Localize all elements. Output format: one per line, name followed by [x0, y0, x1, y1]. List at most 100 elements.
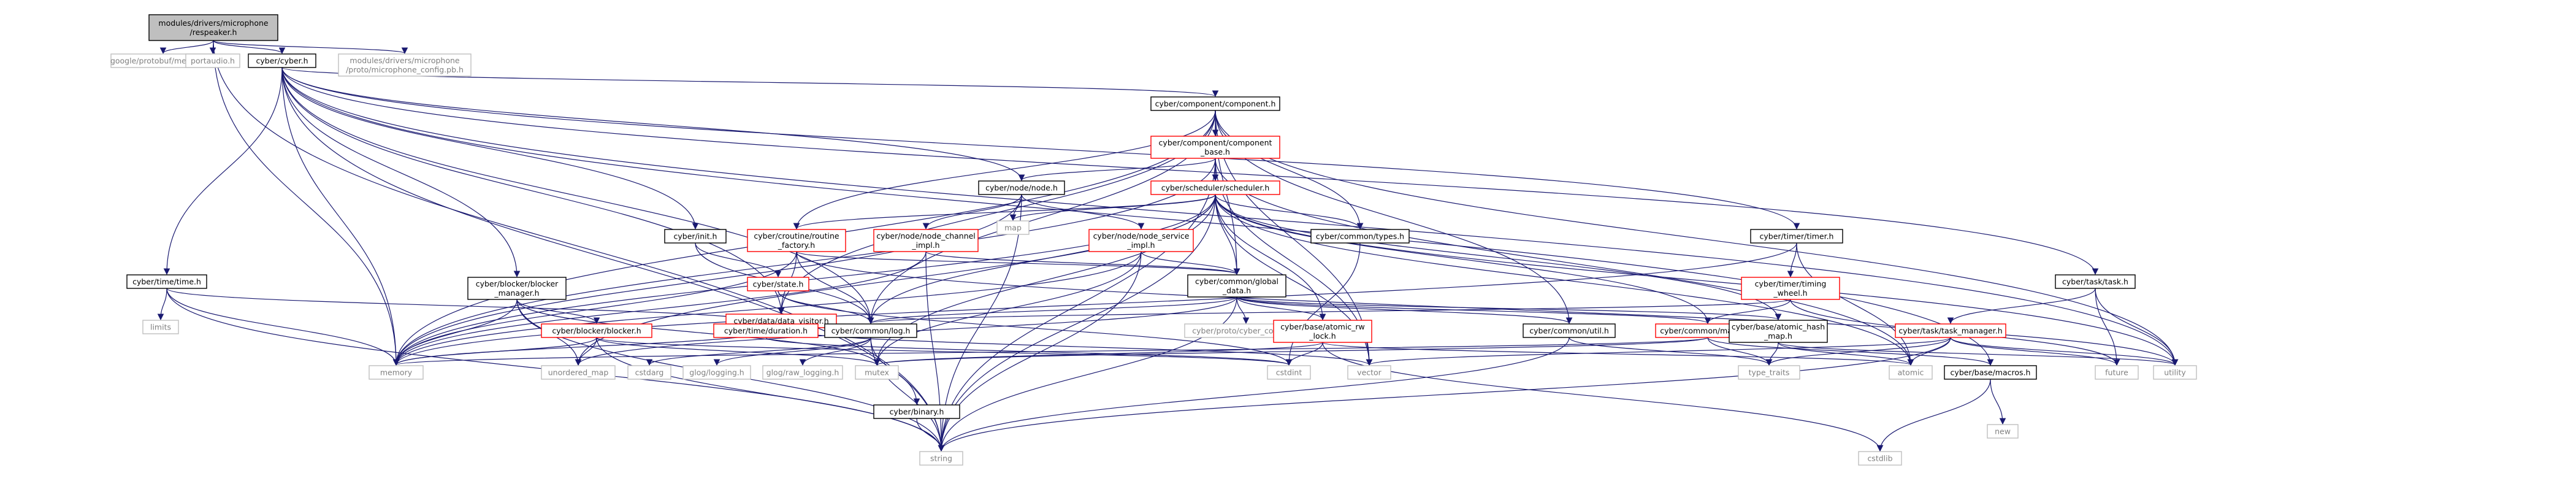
node-label: cyber/base/macros.h: [1951, 368, 2031, 377]
node-node[interactable]: cyber/node/node.h: [978, 180, 1065, 195]
edge: [392, 242, 1797, 366]
node-label: _lock.h: [1309, 331, 1336, 341]
node-label: _manager.h: [494, 288, 539, 298]
edge-task-to-utility: [2095, 288, 2179, 366]
edge: [1787, 242, 1797, 278]
node-box: [1987, 424, 2019, 439]
node-box: [1729, 320, 1828, 343]
node-box: [541, 365, 616, 380]
edge: [1215, 194, 1240, 275]
edge-global-data-to-atomic-hash-map: [1236, 296, 1781, 321]
edge-init-to-state: [695, 242, 782, 278]
node-component[interactable]: cyber/component/component.h: [1150, 96, 1280, 111]
node-label: _impl.h: [1126, 241, 1155, 250]
edge: [157, 288, 167, 321]
edge-timing-wheel-to-log: [868, 299, 1791, 325]
edge: [1947, 288, 2096, 325]
edge-task-manager-to-future: [1950, 337, 2120, 366]
node-label: _factory.h: [778, 241, 815, 250]
node-atomic-hash-map[interactable]: cyber/base/atomic_hash_map.h: [1729, 320, 1828, 343]
edge: [796, 251, 2179, 366]
node-label: atomic: [1898, 368, 1924, 377]
node-box: [855, 365, 899, 380]
edge-scheduler-to-atomic: [1215, 194, 1914, 366]
edge: [1215, 194, 1364, 230]
edge-cyber-h-to-log: [281, 67, 874, 325]
node-blocker[interactable]: cyber/blocker/blocker.h: [541, 323, 652, 338]
edge-scheduler-to-map: [1009, 194, 1216, 221]
edge-layer: [157, 40, 2179, 452]
node-label: unordered_map: [548, 368, 609, 377]
edge-task-manager-to-type-traits: [1765, 337, 1951, 366]
node-timer[interactable]: cyber/timer/timer.h: [1750, 229, 1843, 244]
edge: [1322, 342, 1914, 366]
edge: [873, 251, 1142, 366]
node-box: [762, 365, 843, 380]
edge: [873, 342, 1323, 366]
edge: [1236, 296, 1250, 325]
edge-node-to-string: [938, 194, 1022, 452]
edge: [1215, 194, 1914, 366]
node-log[interactable]: cyber/common/log.h: [824, 323, 917, 338]
node-timing-wheel[interactable]: cyber/timer/timing_wheel.h: [1741, 277, 1840, 300]
edge-log-to-glog-logging: [713, 337, 871, 366]
node-node-channel-impl[interactable]: cyber/node/node_channel_impl.h: [873, 229, 979, 252]
node-time-h[interactable]: cyber/time/time.h: [126, 274, 207, 289]
node-routine-factory[interactable]: cyber/croutine/routine_factory.h: [747, 229, 846, 252]
node-box: [713, 323, 819, 338]
node-label: vector: [1357, 368, 1382, 377]
node-duration[interactable]: cyber/time/duration.h: [713, 323, 819, 338]
edge-global-data-to-log: [867, 296, 1237, 325]
node-cstdlib: cstdlib: [1858, 451, 1902, 466]
edge-timing-wheel-to-common-macros: [1704, 299, 1791, 325]
node-node-service-impl[interactable]: cyber/node/node_service_impl.h: [1088, 229, 1194, 252]
node-common-types[interactable]: cyber/common/types.h: [1310, 229, 1410, 244]
edge: [1236, 296, 1711, 325]
node-box: [1523, 323, 1616, 338]
edge-base-macros-to-cstdlib: [1876, 379, 1991, 452]
edge: [1796, 242, 1914, 366]
edge: [799, 337, 871, 366]
edge-cyber-h-to-blocker-manager: [281, 67, 521, 278]
node-cyber-h[interactable]: cyber/cyber.h: [248, 53, 316, 68]
node-base-macros[interactable]: cyber/base/macros.h: [1944, 365, 2037, 380]
node-map: map: [996, 220, 1030, 235]
node-binary[interactable]: cyber/binary.h: [873, 404, 960, 419]
node-label: /respeaker.h: [190, 28, 237, 37]
node-scheduler[interactable]: cyber/scheduler/scheduler.h: [1150, 180, 1280, 195]
edge-cyber-h-to-base-macros: [281, 67, 1994, 366]
node-label: modules/drivers/microphone: [158, 18, 269, 28]
edge: [575, 194, 1216, 366]
node-global-data[interactable]: cyber/common/global_data.h: [1187, 274, 1286, 298]
node-common-util[interactable]: cyber/common/util.h: [1523, 323, 1616, 338]
node-atomic-rw-lock[interactable]: cyber/base/atomic_rw_lock.h: [1273, 320, 1372, 343]
node-box: [338, 53, 472, 77]
node-label: /proto/microphone_config.pb.h: [346, 65, 464, 74]
edge: [1765, 337, 1951, 366]
node-label: cyber/croutine/routine: [754, 231, 839, 241]
node-label: cstdarg: [635, 368, 664, 377]
edge: [2095, 288, 2120, 366]
node-label: mutex: [865, 368, 889, 377]
node-root[interactable]: modules/drivers/microphone/respeaker.h: [148, 14, 278, 41]
edge: [281, 67, 400, 366]
node-label: _map.h: [1764, 331, 1792, 341]
node-portaudio: portaudio.h: [185, 53, 240, 68]
node-task-manager[interactable]: cyber/task/task_manager.h: [1895, 323, 2006, 338]
edge: [938, 194, 1022, 452]
node-box: [1944, 365, 2037, 380]
node-init[interactable]: cyber/init.h: [664, 229, 727, 244]
node-box: [1150, 136, 1280, 159]
edge-common-util-to-string: [938, 337, 1570, 452]
node-box: [1895, 323, 2006, 338]
node-box: [1889, 365, 1933, 380]
node-vector: vector: [1347, 365, 1391, 380]
edge-component-base-to-string: [938, 158, 1216, 452]
edge-blocker-to-memory: [392, 337, 597, 366]
node-state[interactable]: cyber/state.h: [747, 277, 809, 291]
node-task[interactable]: cyber/task/task.h: [2055, 274, 2136, 289]
edge-scheduler-to-atomic-rw-lock: [1215, 194, 1326, 321]
node-component-base[interactable]: cyber/component/component_base.h: [1150, 136, 1280, 159]
node-blocker-manager[interactable]: cyber/blocker/blocker_manager.h: [467, 277, 567, 300]
node-label: cstdint: [1276, 368, 1302, 377]
